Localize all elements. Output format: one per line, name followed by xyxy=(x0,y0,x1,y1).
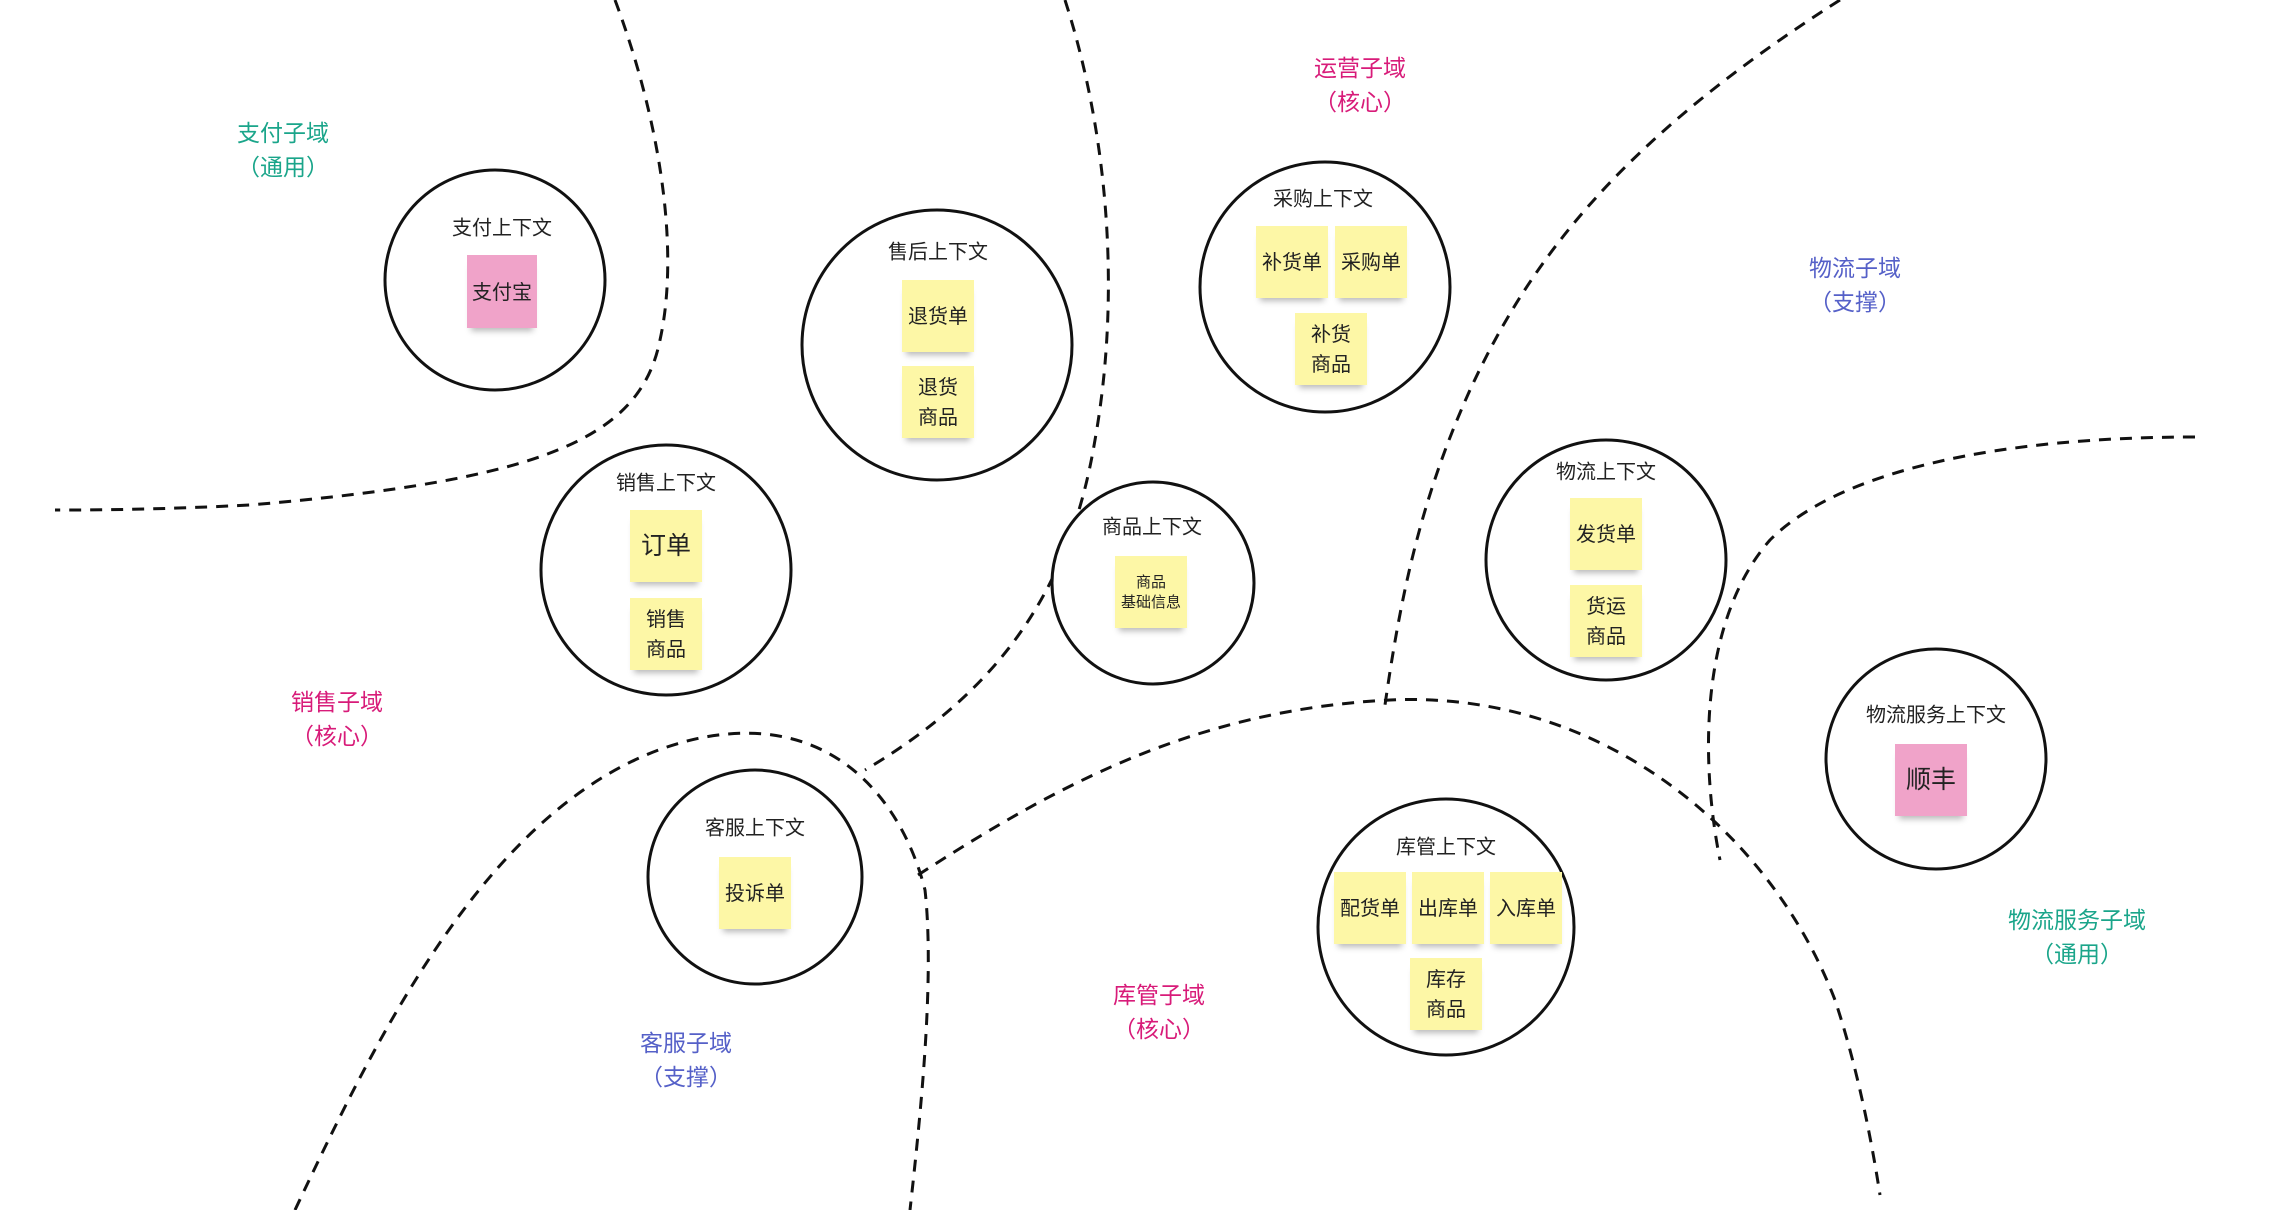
context-title-product: 商品上下文 xyxy=(1102,514,1202,539)
subdomain-type: （通用） xyxy=(2031,942,2123,968)
context-title-logistics-service: 物流服务上下文 xyxy=(1866,702,2006,727)
subdomain-type: （支撑） xyxy=(640,1065,732,1091)
sticky-note[interactable]: 顺丰 xyxy=(1895,744,1967,816)
subdomain-name: 库管子域 xyxy=(1113,983,1205,1009)
boundary-payment-sales xyxy=(54,0,670,512)
subdomain-type: （核心） xyxy=(1113,1017,1205,1043)
subdomain-label-service: 客服子域 （支撑） xyxy=(640,1027,732,1095)
context-title-sales: 销售上下文 xyxy=(616,470,716,495)
context-title-service: 客服上下文 xyxy=(705,815,805,840)
boundary-aftersale-operation xyxy=(864,0,1110,772)
sticky-note[interactable]: 货运 商品 xyxy=(1570,585,1642,657)
context-title-payment: 支付上下文 xyxy=(452,215,552,240)
subdomain-label-warehouse: 库管子域 （核心） xyxy=(1113,979,1205,1047)
subdomain-type: （核心） xyxy=(291,724,383,750)
subdomain-name: 销售子域 xyxy=(291,690,383,716)
subdomain-label-payment: 支付子域 （通用） xyxy=(237,117,329,185)
sticky-note[interactable]: 支付宝 xyxy=(467,255,537,328)
sticky-note[interactable]: 销售 商品 xyxy=(630,598,702,670)
subdomain-label-logistics-service: 物流服务子域 （通用） xyxy=(2008,904,2146,972)
sticky-note[interactable]: 出库单 xyxy=(1412,872,1484,944)
sticky-note[interactable]: 配货单 xyxy=(1334,872,1406,944)
sticky-note[interactable]: 退货单 xyxy=(902,280,974,352)
sticky-note[interactable]: 投诉单 xyxy=(719,857,791,929)
subdomain-label-sales: 销售子域 （核心） xyxy=(291,686,383,754)
subdomain-name: 支付子域 xyxy=(237,121,329,147)
sticky-note[interactable]: 退货 商品 xyxy=(902,366,974,438)
sticky-note[interactable]: 库存 商品 xyxy=(1410,958,1482,1030)
subdomain-type: （支撑） xyxy=(1809,290,1901,316)
boundary-service-warehouse xyxy=(917,698,1882,1196)
subdomain-name: 物流子域 xyxy=(1809,256,1901,282)
sticky-note[interactable]: 补货 商品 xyxy=(1295,313,1367,385)
context-title-warehouse: 库管上下文 xyxy=(1396,834,1496,859)
subdomain-type: （核心） xyxy=(1314,90,1406,116)
boundary-sales-service xyxy=(293,731,930,1210)
context-title-aftersale: 售后上下文 xyxy=(888,239,988,264)
sticky-note[interactable]: 订单 xyxy=(630,510,702,582)
sticky-note[interactable]: 商品 基础信息 xyxy=(1115,556,1187,628)
subdomain-name: 物流服务子域 xyxy=(2008,908,2146,934)
sticky-note[interactable]: 补货单 xyxy=(1256,226,1328,298)
subdomain-label-logistics: 物流子域 （支撑） xyxy=(1809,252,1901,320)
subdomain-name: 客服子域 xyxy=(640,1031,732,1057)
subdomain-label-operation: 运营子域 （核心） xyxy=(1314,52,1406,120)
sticky-note[interactable]: 入库单 xyxy=(1490,872,1562,944)
subdomain-name: 运营子域 xyxy=(1314,56,1406,82)
context-title-logistics: 物流上下文 xyxy=(1556,459,1656,484)
context-title-purchase: 采购上下文 xyxy=(1273,186,1373,211)
sticky-note[interactable]: 采购单 xyxy=(1335,226,1407,298)
boundary-operation-logistics xyxy=(1383,0,1841,706)
sticky-note[interactable]: 发货单 xyxy=(1570,498,1642,570)
subdomain-type: （通用） xyxy=(237,155,329,181)
